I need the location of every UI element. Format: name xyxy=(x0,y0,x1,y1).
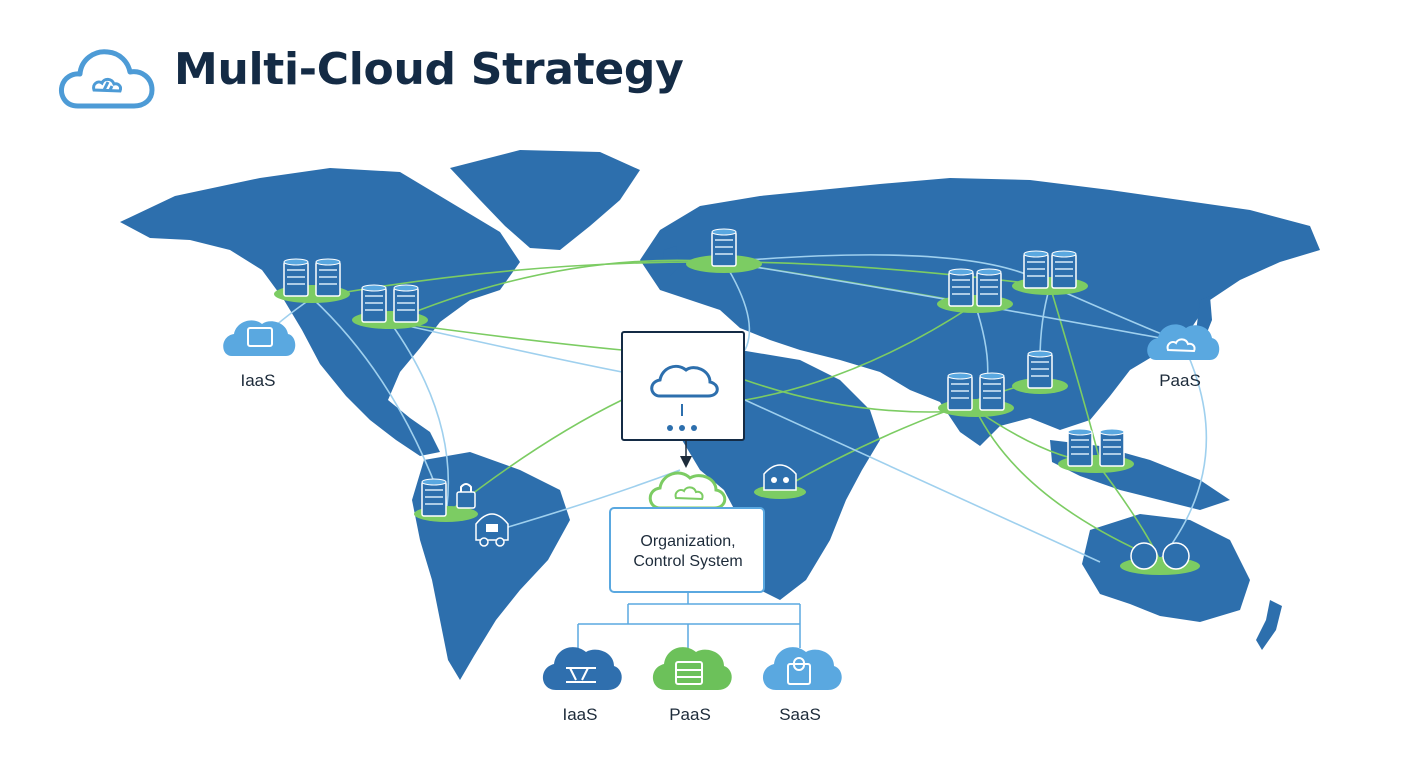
continent-north-america xyxy=(120,168,520,456)
service-paas: PaaS xyxy=(652,647,732,724)
datacenter-north-america-east xyxy=(352,284,428,329)
cloud-logo-icon xyxy=(59,49,155,109)
link-line xyxy=(744,303,976,401)
link-line xyxy=(723,261,1183,343)
network-icon xyxy=(566,667,596,683)
datacenter-russia-west xyxy=(937,268,1013,313)
page-title: Multi-Cloud Strategy xyxy=(174,44,684,95)
application-icon xyxy=(787,657,811,685)
database-icon xyxy=(675,661,703,685)
link-line xyxy=(497,469,681,531)
monitor-icon xyxy=(247,327,273,347)
datacenter-australia xyxy=(1120,542,1200,575)
lock-icon xyxy=(456,483,476,509)
org-label-line1: Organization, xyxy=(640,533,735,550)
cloud-icon xyxy=(648,471,727,510)
server-clusters xyxy=(274,228,1200,575)
link-line xyxy=(389,321,623,373)
central-cloud-hub xyxy=(621,331,745,441)
org-label-line2: Control System xyxy=(633,553,742,570)
continent-greenland xyxy=(450,150,640,250)
service-label-saas: SaaS xyxy=(779,705,821,724)
datacenter-south-america xyxy=(414,478,478,522)
cloud-icon xyxy=(650,364,719,398)
datacenter-africa xyxy=(754,464,806,499)
paas-cloud-badge: PaaS xyxy=(1147,324,1220,390)
service-saas: SaaS xyxy=(762,647,842,724)
header: Multi-Cloud Strategy xyxy=(56,36,856,116)
organization-control-system: Organization, Control System xyxy=(609,471,765,593)
link-line xyxy=(389,259,725,323)
service-iaas: IaaS xyxy=(542,647,622,724)
hub-icon xyxy=(1162,542,1190,570)
robot-device-south-america xyxy=(475,513,509,547)
datacenter-europe xyxy=(686,228,762,273)
iaas-cloud-badge: IaaS xyxy=(223,320,296,390)
link-line xyxy=(1049,285,1101,463)
datacenter-southeast-asia xyxy=(1058,428,1134,473)
iaas-side-label: IaaS xyxy=(241,371,276,390)
link-line xyxy=(1159,341,1208,561)
paas-side-label: PaaS xyxy=(1159,371,1201,390)
robot-icon xyxy=(763,464,797,491)
datacenter-china xyxy=(1012,350,1068,394)
datacenter-india xyxy=(938,372,1014,417)
cloud-icon xyxy=(652,647,732,690)
link-line xyxy=(723,261,751,351)
datacenter-russia-east xyxy=(1012,250,1088,295)
datacenter-north-america-west xyxy=(274,258,350,303)
service-tree-connector xyxy=(577,592,801,648)
hub-icon xyxy=(1130,542,1158,570)
island-new-zealand xyxy=(1256,600,1282,650)
link-line xyxy=(389,321,623,351)
link-line xyxy=(389,321,450,515)
link-line xyxy=(975,409,1161,561)
link-line xyxy=(744,399,1101,563)
service-label-paas: PaaS xyxy=(669,705,711,724)
service-label-iaas: IaaS xyxy=(563,705,598,724)
cloud-icon xyxy=(1147,324,1220,360)
cloud-icon xyxy=(223,320,296,356)
